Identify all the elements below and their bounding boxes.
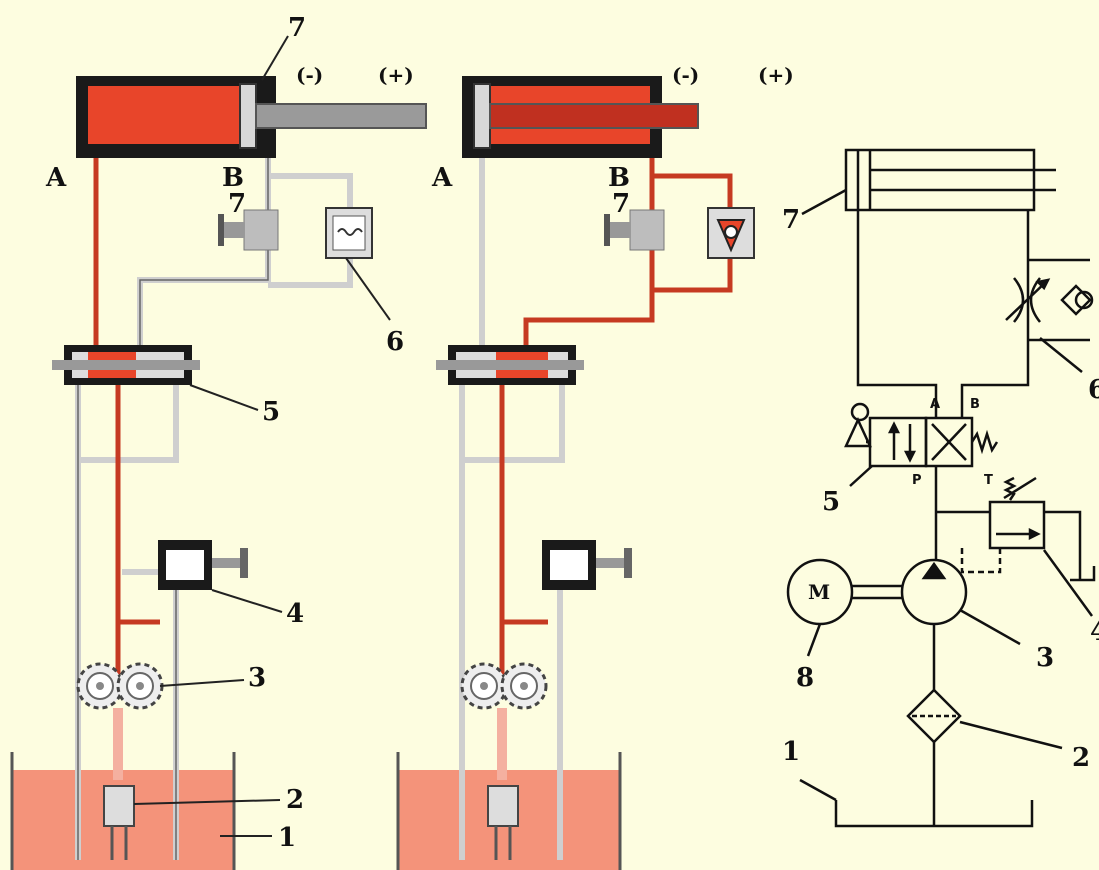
filter-symbol-icon (906, 688, 962, 744)
label-port-b: B (608, 163, 630, 193)
label-7: 7 (782, 205, 800, 235)
hydraulic-cylinder (76, 76, 427, 158)
label-6: 6 (386, 327, 404, 357)
label-1: 1 (278, 823, 296, 853)
label-port-a: A (930, 397, 940, 412)
label-port-b: B (222, 163, 244, 193)
label-port-a: A (431, 163, 453, 193)
pump-symbol-icon (900, 558, 968, 626)
label-8: 8 (796, 663, 814, 693)
suction-filter (103, 785, 135, 827)
label-7: 7 (288, 13, 306, 43)
label-4: 4 (1090, 617, 1099, 647)
suction-filter (487, 785, 519, 827)
label-6: 6 (1088, 375, 1099, 405)
throttle-valve-icon (604, 209, 665, 251)
hydraulic-cylinder (462, 76, 699, 158)
label-7b: 7 (228, 189, 246, 219)
label-3: 3 (248, 663, 266, 693)
label-motor: M (808, 580, 830, 604)
label-plus: (+) (378, 63, 414, 87)
label-4: 4 (286, 599, 304, 629)
motor-symbol-icon (786, 558, 902, 626)
directional-valve-icon (52, 345, 200, 385)
label-minus: (-) (672, 63, 699, 87)
label-5: 5 (822, 487, 840, 517)
label-7b: 7 (612, 189, 630, 219)
label-2: 2 (1072, 743, 1090, 773)
left-pictorial: 7 (-) (+) A B 7 6 5 4 3 2 1 (10, 13, 427, 870)
label-port-a: A (45, 163, 67, 193)
label-2: 2 (286, 785, 304, 815)
check-valve-icon (1060, 284, 1094, 316)
right-labels: 7 6 A B P T 5 M 8 3 4 2 1 (782, 205, 1099, 773)
relief-valve-icon (158, 540, 248, 590)
throttle-valve-icon (1005, 277, 1051, 323)
label-3: 3 (1036, 643, 1054, 673)
throttle-valve-icon (218, 209, 279, 251)
label-port-t: T (984, 473, 993, 488)
label-port-p: P (912, 473, 922, 488)
label-plus: (+) (758, 63, 794, 87)
directional-valve-icon (844, 402, 999, 468)
label-minus: (-) (296, 63, 323, 87)
check-valve-icon (325, 207, 373, 259)
label-5: 5 (262, 397, 280, 427)
label-1: 1 (782, 737, 800, 767)
directional-valve-icon (436, 345, 584, 385)
tank-symbol (834, 800, 1034, 828)
relief-valve-icon (960, 476, 1096, 582)
check-valve-icon (707, 207, 755, 259)
label-port-b: B (970, 397, 980, 412)
relief-valve-icon (542, 540, 632, 590)
middle-pictorial: (-) (+) A B 7 (396, 63, 794, 870)
cylinder-symbol (844, 148, 1056, 212)
right-schematic (786, 148, 1096, 828)
